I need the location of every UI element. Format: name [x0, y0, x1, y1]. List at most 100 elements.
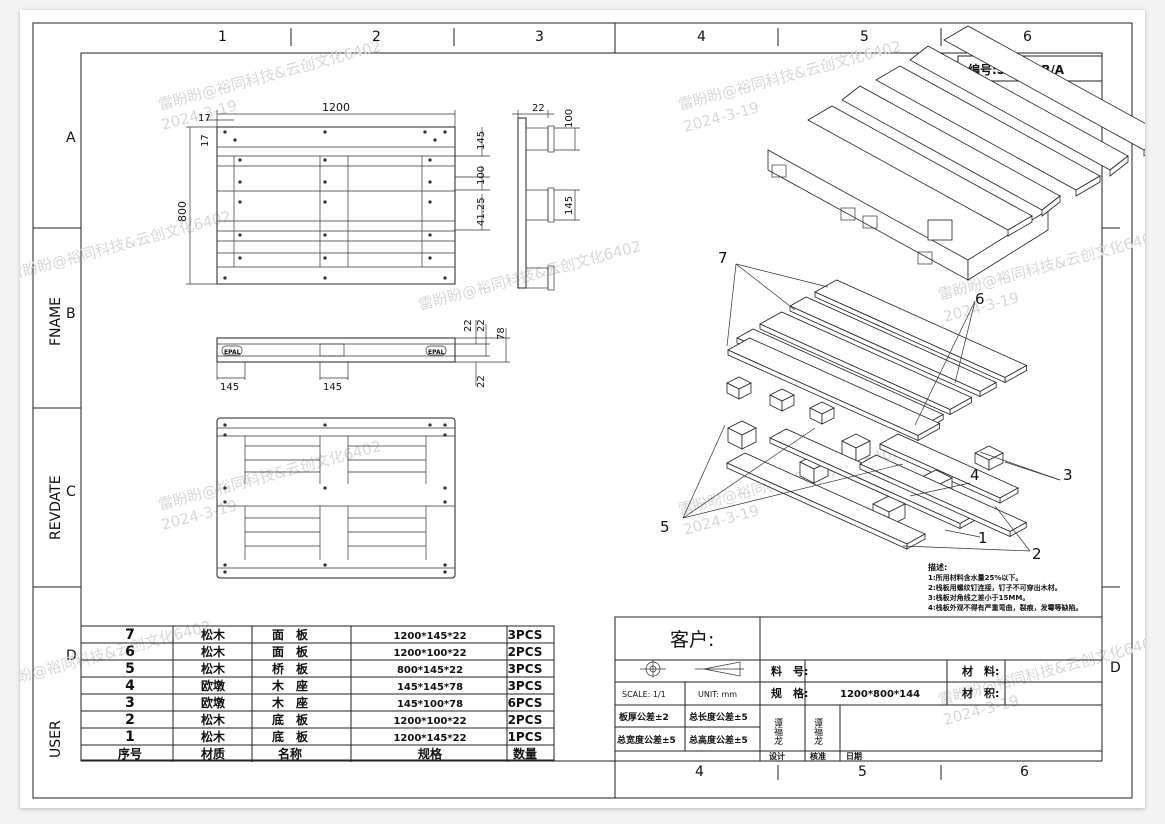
zone-label-bottom: 4	[695, 764, 704, 780]
bottom-view	[216, 417, 456, 579]
projection-symbol-icon	[640, 660, 744, 678]
svg-text:6: 6	[975, 290, 985, 308]
unit-label: UNIT: mm	[698, 690, 737, 699]
bom-cell-spec: 800*145*22	[397, 665, 463, 676]
svg-text:雷盼盼@裕同科技&云创文化6402: 雷盼盼@裕同科技&云创文化6402	[20, 207, 233, 284]
dim-top-100: 100	[476, 166, 487, 185]
bom-cell-qty: 3PCS	[508, 628, 543, 642]
spec-value: 1200*800*144	[840, 689, 920, 700]
svg-text:雷盼盼@裕同科技&云创文化6402: 雷盼盼@裕同科技&云创文化6402	[416, 237, 643, 314]
bom-cell-no: 1	[125, 729, 135, 745]
epal-mark-right: EPAL	[428, 349, 445, 356]
bom-cell-material: 松木	[201, 729, 226, 744]
side-label-user: USER	[48, 720, 64, 758]
dim-front-145a: 145	[220, 382, 239, 393]
top-view: 1200 17 17 800 145 100 41.25	[176, 101, 490, 285]
callout-leaders	[682, 263, 1061, 552]
bom-cell-spec: 1200*100*22	[393, 716, 466, 727]
bom-cell-qty: 1PCS	[508, 730, 543, 744]
zone-label-left: C	[66, 484, 76, 500]
bom-cell-qty: 3PCS	[508, 679, 543, 693]
zone-label-top: 4	[697, 29, 706, 45]
title-block: 客户: SCALE: 1/1 UNIT: mm 料 号: 规 格: 1200*8…	[614, 616, 1103, 762]
bom-cell-material: 欧墩	[201, 695, 226, 710]
date-label: 日期	[846, 751, 862, 761]
svg-text:2:栈板用螺纹钉连接，钉子不可穿出木材。: 2:栈板用螺纹钉连接，钉子不可穿出木材。	[928, 583, 1062, 592]
svg-text:4:栈板外观不得有严重弯曲，裂痕，发霉等缺陷。: 4:栈板外观不得有严重弯曲，裂痕，发霉等缺陷。	[928, 603, 1083, 612]
inner-frame	[80, 52, 1103, 762]
zone-label-top: 3	[535, 29, 544, 45]
dim-front-145b: 145	[323, 382, 342, 393]
dim-top-145: 145	[476, 131, 487, 150]
svg-text:3:栈板对角线之差小于15MM。: 3:栈板对角线之差小于15MM。	[928, 593, 1029, 602]
outer-frame	[32, 22, 1133, 799]
bom-cell-no: 3	[125, 695, 135, 711]
dim-top-width: 1200	[322, 101, 350, 114]
dim-top-41-25: 41.25	[476, 197, 487, 226]
bom-cell-material: 松木	[201, 644, 226, 659]
dim-side-145: 145	[564, 196, 575, 215]
isometric-assembled	[767, 25, 1145, 281]
exploded-view: 7 6 5 4 3 1 2	[660, 249, 1073, 563]
spec-label: 规 格:	[771, 686, 808, 700]
tol-height: 总高度公差±5	[689, 734, 748, 746]
part-no-label: 料 号:	[771, 664, 808, 678]
material-label: 材 料:	[962, 664, 999, 678]
zone-label-top: 2	[372, 29, 381, 45]
zone-label-top: 5	[860, 29, 869, 45]
svg-text:1: 1	[978, 529, 988, 547]
bom-cell-no: 5	[125, 661, 135, 677]
bom-header: 数量	[513, 746, 537, 761]
bom-cell-spec: 1200*145*22	[393, 733, 466, 744]
designer-name: 谭福龙	[772, 718, 783, 745]
svg-text:雷盼盼@裕同科技&云创文化6402: 雷盼盼@裕同科技&云创文化6402	[156, 437, 383, 514]
bom-cell-name: 桥 板	[272, 661, 309, 676]
svg-text:3: 3	[1063, 466, 1073, 484]
scale-label: SCALE: 1/1	[622, 690, 666, 699]
bom-cell-name: 底 板	[272, 712, 309, 727]
bom-header: 材质	[200, 746, 225, 761]
bom-cell-name: 面 板	[272, 644, 309, 659]
bom-cell-spec: 1200*145*22	[393, 631, 466, 642]
zone-label-top: 1	[218, 29, 227, 45]
zone-labels-top: 1 2 3 4 5 6	[218, 29, 1032, 45]
bom-cell-spec: 145*100*78	[397, 699, 463, 710]
dim-front-78: 78	[496, 327, 507, 340]
zone-label-left: D	[66, 648, 77, 664]
svg-text:描述:: 描述:	[928, 562, 947, 572]
zone-label-bottom: 6	[1020, 764, 1029, 780]
dim-top-800: 800	[176, 201, 189, 222]
svg-text:1:所用材料含水量25%以下。: 1:所用材料含水量25%以下。	[928, 573, 1022, 582]
customer-label: 客户:	[670, 629, 714, 651]
epal-mark-left: EPAL	[224, 349, 241, 356]
tol-width: 总宽度公差±5	[617, 734, 676, 746]
svg-text:2: 2	[1032, 545, 1042, 563]
tol-thickness: 板厚公差±2	[619, 711, 669, 723]
bom-cell-spec: 1200*100*22	[393, 648, 466, 659]
bom-cell-material: 松木	[201, 627, 226, 642]
side-label-fname: FNAME	[48, 297, 64, 346]
notes: 描述: 1:所用材料含水量25%以下。 2:栈板用螺纹钉连接，钉子不可穿出木材。…	[928, 562, 1083, 612]
design-label: 设计	[769, 751, 785, 761]
bom-cell-qty: 2PCS	[508, 713, 543, 727]
bom-cell-qty: 2PCS	[508, 645, 543, 659]
svg-text:4: 4	[970, 466, 980, 484]
bom-cell-no: 6	[125, 644, 135, 660]
dim-front-22b: 22	[476, 319, 487, 332]
bom-cell-material: 松木	[201, 712, 226, 727]
bom-header: 名称	[278, 746, 302, 761]
bom-header: 规格	[418, 746, 443, 761]
dim-side-22: 22	[532, 103, 545, 114]
svg-text:5: 5	[660, 518, 670, 536]
dim-top-17b: 17	[200, 134, 211, 147]
front-view: EPAL EPAL 145 145 22 22 78 22	[216, 319, 510, 393]
tol-length: 总长度公差±5	[689, 711, 748, 723]
bom-cell-name: 木 座	[271, 695, 308, 710]
zone-label-top: 6	[1023, 29, 1032, 45]
dim-side-100: 100	[564, 109, 575, 128]
bom-header: 序号	[118, 746, 142, 761]
